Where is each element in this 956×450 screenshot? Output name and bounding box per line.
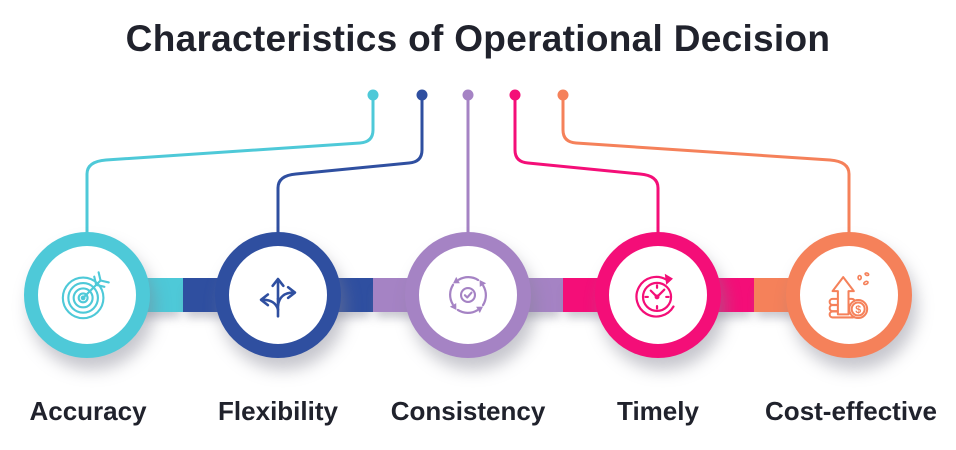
circle-timely <box>595 232 721 358</box>
target-arrow-icon <box>61 271 110 320</box>
dot-consistency <box>462 89 474 101</box>
connector-line-cost-effective <box>561 94 851 234</box>
connector-dots <box>367 89 569 101</box>
cycle-check-icon <box>448 275 488 315</box>
clock-refresh-icon <box>635 273 675 318</box>
dollar-symbol: $ <box>855 304 861 316</box>
dot-cost-effective <box>557 89 569 101</box>
dot-accuracy <box>367 89 379 101</box>
connector-line-timely <box>513 94 660 234</box>
three-way-arrows-icon <box>259 277 297 318</box>
coins-up-arrow-icon: $ <box>828 272 870 320</box>
circle-cost-effective: $ <box>786 232 912 358</box>
circle-flexibility <box>215 232 341 358</box>
connector-line-flexibility <box>276 94 424 234</box>
label-cost-effective: Cost-effective <box>765 396 937 426</box>
page-title: Characteristics of Operational Decision <box>125 18 831 59</box>
circle-accuracy <box>24 232 150 358</box>
label-timely: Timely <box>617 396 699 426</box>
label-consistency: Consistency <box>390 396 546 426</box>
connector-line-accuracy <box>85 94 375 234</box>
dot-timely <box>509 89 521 101</box>
circle-consistency <box>405 232 531 358</box>
dot-flexibility <box>416 89 428 101</box>
label-accuracy: Accuracy <box>29 396 147 426</box>
label-flexibility: Flexibility <box>218 396 338 426</box>
